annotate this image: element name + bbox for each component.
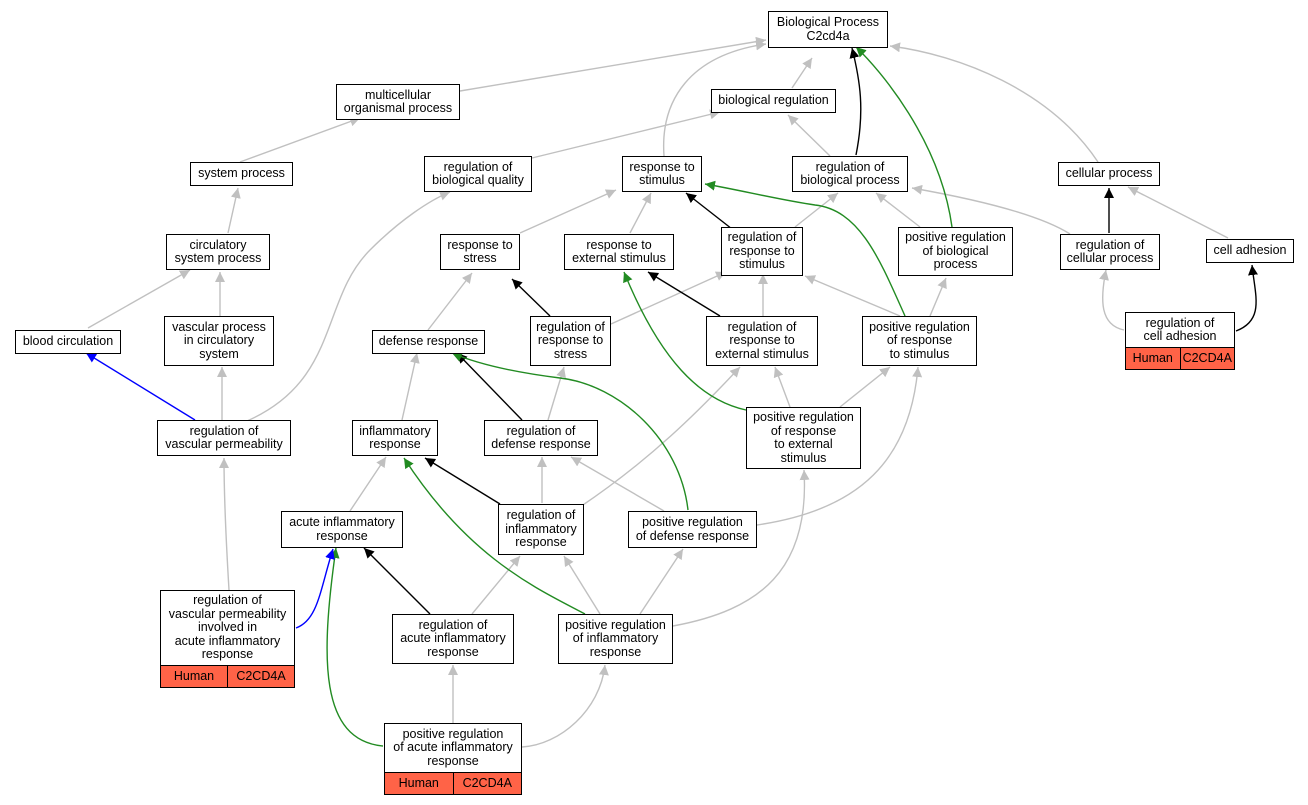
term-inflammatory-response[interactable]: inflammatory response (352, 420, 438, 456)
term-regulation-of-cell-adhesion[interactable]: regulation of cell adhesion Human C2CD4A (1125, 312, 1235, 370)
edge-rrts-rts-regulates (685, 192, 733, 230)
edge-prir-prdr (639, 548, 684, 615)
term-system-process[interactable]: system process (190, 162, 293, 186)
edge-rair-rinfl (471, 555, 521, 615)
edge-sysproc-mop (239, 116, 361, 163)
edge-rdr-defresp-regulates (456, 352, 523, 421)
term-regulation-of-acute-inflammatory-response[interactable]: regulation of acute inflammatory respons… (392, 614, 514, 664)
edge-rbq-breg (531, 109, 721, 159)
term-cellular-process[interactable]: cellular process (1058, 162, 1160, 186)
term-response-to-external-stimulus[interactable]: response to external stimulus (564, 234, 674, 270)
term-regulation-of-inflammatory-response[interactable]: regulation of inflammatory response (498, 504, 584, 555)
edge-prair-prir (521, 664, 609, 748)
term-multicellular-organismal-process[interactable]: multicellular organismal process (336, 84, 460, 120)
edge-rinfl-rrtes (579, 366, 741, 508)
term-defense-response[interactable]: defense response (372, 330, 485, 354)
edge-rrtes-rtes-regulates (647, 271, 721, 317)
edge-rvp-rbq (246, 191, 451, 422)
term-regulation-of-cellular-process[interactable]: regulation of cellular process (1060, 234, 1160, 270)
species-tag[interactable]: Human (1126, 348, 1180, 369)
gene-tag[interactable]: C2CD4A (227, 666, 294, 687)
edge-prrts-rrts (804, 275, 901, 317)
term-positive-regulation-of-biological-process[interactable]: positive regulation of biological proces… (898, 227, 1013, 276)
term-response-to-stress[interactable]: response to stress (440, 234, 520, 270)
term-vascular-process-in-circulatory-system[interactable]: vascular process in circulatory system (164, 316, 274, 366)
edge-rair-acuteinfl-regulates (363, 547, 431, 615)
annotation-tags: Human C2CD4A (161, 665, 294, 687)
edge-rvp-bloodcirc-partof (85, 352, 196, 421)
edge-csp-sysproc (227, 187, 241, 234)
term-acute-inflammatory-response[interactable]: acute inflammatory response (281, 511, 403, 548)
edge-prrts-rts-posreg (704, 180, 906, 317)
edge-rbp-breg (787, 114, 831, 157)
edge-cellproc-bp (889, 42, 1099, 163)
edge-prir-inflresp-posreg (403, 457, 586, 615)
gene-tag[interactable]: C2CD4A (452, 773, 521, 794)
edge-rcp-rbp (911, 184, 1071, 235)
term-positive-regulation-of-response-to-external-stimulus[interactable]: positive regulation of response to exter… (746, 407, 861, 469)
term-regulation-of-response-to-stimulus[interactable]: regulation of response to stimulus (721, 227, 803, 276)
term-label: regulation of cell adhesion (1143, 315, 1217, 343)
edge-rrtstress-rtes (610, 271, 727, 325)
edge-prrtes-prrts (839, 366, 891, 408)
term-positive-regulation-of-response-to-stimulus[interactable]: positive regulation of response to stimu… (862, 316, 977, 366)
edge-rrts-rbp (794, 192, 839, 228)
edge-rvpair-rvp (219, 457, 230, 591)
term-regulation-of-response-to-stress[interactable]: regulation of response to stress (530, 316, 611, 366)
term-regulation-of-defense-response[interactable]: regulation of defense response (484, 420, 598, 456)
edge-acuteinfl-inflresp (349, 456, 387, 512)
edge-prdr-rdr (570, 456, 665, 512)
edge-prbp-bp-posreg (855, 46, 953, 228)
term-regulation-of-biological-process[interactable]: regulation of biological process (792, 156, 908, 192)
edge-prair-acuteinfl-posreg (326, 547, 384, 747)
term-response-to-stimulus[interactable]: response to stimulus (622, 156, 702, 192)
term-biological-process[interactable]: Biological Process C2cd4a (768, 11, 888, 48)
edge-prrtes-rtes-posreg (623, 271, 747, 411)
edge-prrtes-rrtes (773, 366, 791, 408)
term-cell-adhesion[interactable]: cell adhesion (1206, 239, 1294, 263)
term-positive-regulation-of-acute-inflammatory-response[interactable]: positive regulation of acute inflammator… (384, 723, 522, 795)
edge-bloodcirc-csp (87, 269, 191, 329)
term-label: positive regulation of acute inflammator… (393, 726, 513, 768)
term-positive-regulation-of-defense-response[interactable]: positive regulation of defense response (628, 511, 757, 548)
edge-rinfl-inflresp-regulates (424, 457, 501, 505)
term-regulation-of-response-to-external-stimulus[interactable]: regulation of response to external stimu… (706, 316, 818, 366)
edge-mop-bp (459, 36, 767, 92)
edge-rtstress-rts (519, 189, 617, 234)
edge-defresp-rtstress (427, 272, 473, 331)
edge-prdr-prrts (756, 366, 923, 526)
edge-inflresp-defresp (401, 352, 420, 421)
edge-rca-rcp (1099, 269, 1125, 331)
term-regulation-of-vascular-permeability[interactable]: regulation of vascular permeability (157, 420, 291, 456)
edge-breg-bp (791, 57, 813, 89)
edge-rbp-bp-regulates (849, 47, 862, 156)
annotation-tags: Human C2CD4A (1126, 347, 1234, 369)
edge-prrts-prbp (929, 277, 947, 317)
edge-rts-bp (662, 40, 767, 157)
edge-celladh-cellproc (1127, 186, 1229, 239)
edge-rdr-rrtstress (547, 366, 566, 421)
term-circulatory-system-process[interactable]: circulatory system process (166, 234, 270, 270)
edge-rca-celladh-regulates (1235, 264, 1258, 332)
term-regulation-of-biological-quality[interactable]: regulation of biological quality (424, 156, 532, 192)
term-label: regulation of vascular permeability invo… (168, 593, 287, 662)
species-tag[interactable]: Human (385, 773, 453, 794)
edge-rrtstress-rtstress-regulates (511, 278, 551, 317)
gene-tag[interactable]: C2CD4A (1179, 348, 1234, 369)
term-regulation-of-vascular-permeability-involved-in-acute-inflammatory-response[interactable]: regulation of vascular permeability invo… (160, 590, 295, 688)
annotation-tags: Human C2CD4A (385, 772, 521, 794)
term-blood-circulation[interactable]: blood circulation (15, 330, 121, 354)
edge-rvpair-acuteinfl-partof (295, 548, 335, 629)
edge-prbp-rbp (875, 192, 921, 228)
term-positive-regulation-of-inflammatory-response[interactable]: positive regulation of inflammatory resp… (558, 614, 673, 664)
edge-prir-rinfl (563, 555, 601, 615)
edge-rtes-rts (629, 192, 652, 234)
term-biological-regulation[interactable]: biological regulation (711, 89, 836, 113)
species-tag[interactable]: Human (161, 666, 227, 687)
edge-prir-prrtes (672, 469, 810, 627)
edge-prdr-defresp-posreg (451, 352, 689, 511)
